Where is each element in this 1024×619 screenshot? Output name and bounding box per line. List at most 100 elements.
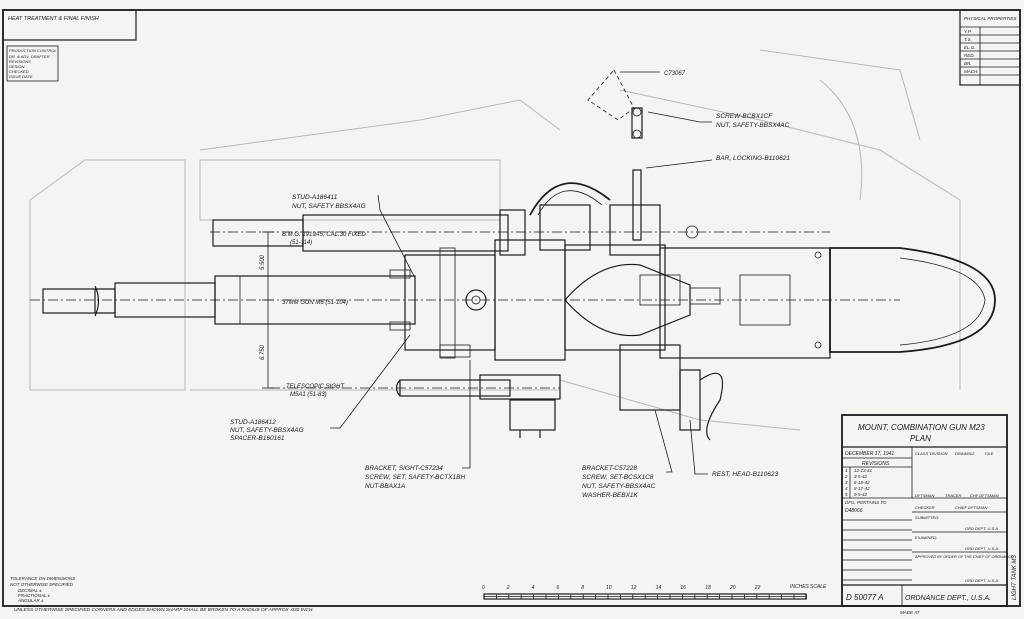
revision-no: 4 bbox=[845, 486, 848, 491]
label-bracket-c-screw: SCREW, SET-BCSX1C8 bbox=[582, 474, 654, 481]
tracer: TRACER bbox=[945, 493, 962, 498]
approved: APPROVED BY ORDER OF THE CHIEF OF ORDNAN… bbox=[914, 555, 1014, 559]
revision-no: 2 bbox=[844, 474, 848, 479]
label-bmg-ref: (51-114) bbox=[290, 240, 312, 246]
scale-unit: INCHES bbox=[790, 584, 810, 590]
revision-no: 5 bbox=[845, 492, 848, 497]
scale-tick-label: 18 bbox=[705, 585, 711, 591]
tolerance-line: NOT OTHERWISE SPECIFIED bbox=[10, 582, 74, 587]
tolerance-line: ANGULAR ± bbox=[17, 598, 44, 603]
drawing-column: DRAWING bbox=[955, 451, 974, 456]
scale-label: SCALE bbox=[810, 584, 827, 590]
dim-5500: 5.500 bbox=[260, 254, 266, 270]
header-title: HEAT TREATMENT & FINAL FINISH bbox=[8, 16, 99, 22]
ruled-fill-lines bbox=[842, 519, 912, 581]
drawing-number: D 50077 A bbox=[846, 593, 884, 602]
scale-tick-label: 2 bbox=[506, 585, 510, 591]
elevation-arc bbox=[529, 182, 611, 216]
label-gun-37: 37MM GUN M6 (51-104) bbox=[282, 300, 348, 306]
checker: CHECKER bbox=[915, 505, 935, 510]
tolerance-line: TOLERANCE ON DIMENSIONS bbox=[10, 576, 75, 581]
ghost-background-drawing bbox=[29, 49, 961, 431]
stamp-line: REVISIONS bbox=[9, 59, 31, 64]
property-row: Y.P. bbox=[964, 29, 972, 34]
examined: EXAMINED: bbox=[915, 535, 937, 540]
scale-tick-label: 22 bbox=[754, 585, 761, 591]
locking-bar bbox=[587, 69, 643, 241]
division-column: DIVISION bbox=[930, 451, 948, 456]
property-row: T.S. bbox=[964, 37, 972, 42]
tolerance-line: FRACTIONAL ± bbox=[18, 593, 51, 598]
physical-properties-box: PHYSICAL PROPERTIES Y.P. T.S. EL.G. RED.… bbox=[959, 9, 1021, 86]
draftsman: DFTSMAN bbox=[915, 493, 934, 498]
pertains-number: D48066 bbox=[845, 508, 863, 514]
elevation-arc-inner bbox=[537, 190, 603, 216]
ord-dept-1: ORD DEPT, U.S.A. bbox=[965, 526, 999, 531]
chief-draftsman-2: CHIEF DFTSMAN bbox=[955, 505, 987, 510]
label-telescopic-2: M5A1 (51-83) bbox=[290, 392, 327, 398]
drawing-title: MOUNT, COMBINATION GUN M23 bbox=[858, 423, 985, 432]
sheet-border bbox=[2, 9, 1021, 607]
scale-tick-label: 16 bbox=[680, 585, 686, 591]
file-column: FILE bbox=[985, 451, 994, 456]
stamp-line: PRODUCTION CONTROL bbox=[9, 48, 57, 53]
property-row: BR. bbox=[964, 61, 972, 66]
chief-draftsman: CHF DFTSMAN bbox=[970, 493, 999, 498]
rear-frame bbox=[659, 247, 996, 359]
label-bracket-c-nut: NUT, SAFETY-BBSX4AC bbox=[582, 483, 656, 490]
telescopic-sight-tube bbox=[395, 374, 561, 400]
scale-tick-label: 0 bbox=[482, 585, 485, 591]
scale-tick-label: 8 bbox=[581, 585, 584, 591]
revision-date: 12-23-41 bbox=[854, 468, 873, 473]
revision-date: 3-5-42 bbox=[854, 474, 868, 479]
label-bracket-sight-nut: NUT-BBAX1A bbox=[365, 483, 405, 490]
label-bracket-sight: BRACKET, SIGHT-C57234 bbox=[365, 465, 443, 472]
property-row: EL.G. bbox=[964, 45, 976, 50]
dfg-pertains: DFG. PERTAINS TO bbox=[845, 500, 887, 505]
revision-date: 9-5-42 bbox=[854, 492, 868, 497]
label-telescopic: TELESCOPIC SIGHT bbox=[286, 384, 345, 390]
property-row: MACH. bbox=[964, 69, 979, 74]
label-bracket-sight-screw: SCREW, SET, SAFETY-BCTX1BH bbox=[365, 474, 465, 481]
header-box: HEAT TREATMENT & FINAL FINISH bbox=[2, 9, 137, 41]
gun-mount-assembly bbox=[30, 69, 996, 441]
stamp-line: ISSUE DATE bbox=[9, 74, 33, 79]
drawing-date: DECEMBER 17, 1941 bbox=[845, 451, 894, 457]
submitted: SUBMITTED: bbox=[915, 515, 939, 520]
made-at: MADE AT bbox=[900, 610, 921, 615]
label-screw-bcbx: SCREW-BCBX1CF bbox=[716, 113, 773, 120]
ord-dept-2: ORD DEPT, U.S.A. bbox=[965, 546, 999, 551]
revisions-label: REVISIONS bbox=[862, 461, 890, 467]
label-spacer: SPACER-B160161 bbox=[230, 435, 285, 442]
scale-tick-label: 20 bbox=[729, 585, 736, 591]
bottom-note: UNLESS OTHERWISE SPECIFIED CORNERS AND E… bbox=[14, 607, 314, 613]
scale-tick-label: 6 bbox=[556, 585, 559, 591]
label-bracket-c: BRACKET-C57228 bbox=[582, 465, 637, 472]
revision-no: 3 bbox=[845, 480, 848, 485]
label-bmg: B.M.G. 1919A5, CAL.30 FIXED bbox=[282, 232, 366, 238]
part-callouts: C73067 SCREW-BCBX1CF NUT, SAFETY-BBSX4AC… bbox=[230, 71, 790, 499]
title-block: MOUNT, COMBINATION GUN M23 PLAN DECEMBER… bbox=[841, 414, 1018, 607]
dim-6750: 6.750 bbox=[260, 344, 266, 360]
cradle-body bbox=[389, 204, 724, 441]
label-stud-b: STUD-A186412 bbox=[230, 419, 276, 426]
label-bracket-c-washer: WASHER-BEBX1K bbox=[582, 492, 639, 499]
property-row: RED. bbox=[964, 53, 975, 58]
label-rest-head: REST, HEAD-B110623 bbox=[712, 471, 779, 478]
scale-tick-label: 14 bbox=[656, 585, 662, 591]
side-note: LIGHT TANK M3 bbox=[1012, 554, 1018, 600]
dimension-lines: 5.500 6.750 bbox=[260, 231, 274, 389]
revision-date: 6-18-42 bbox=[854, 480, 870, 485]
scale-tick-label: 12 bbox=[631, 585, 637, 591]
stamp-line: DESIGN bbox=[9, 64, 24, 69]
ordnance-dept: ORDNANCE DEPT., U.S.A. bbox=[905, 595, 991, 602]
label-nut-bbsx4ac: NUT, SAFETY-BBSX4AC bbox=[716, 122, 790, 129]
approval-stamp: PRODUCTION CONTROL DR. & ADV. DRAFTER RE… bbox=[6, 45, 59, 82]
revision-date: 8-17-42 bbox=[854, 486, 870, 491]
scale-tick-label: 10 bbox=[606, 585, 612, 591]
stamp-line: DR. & ADV. DRAFTER bbox=[9, 54, 50, 59]
label-stud-a-nut: NUT, SAFETY BBSX4AG bbox=[292, 203, 366, 210]
